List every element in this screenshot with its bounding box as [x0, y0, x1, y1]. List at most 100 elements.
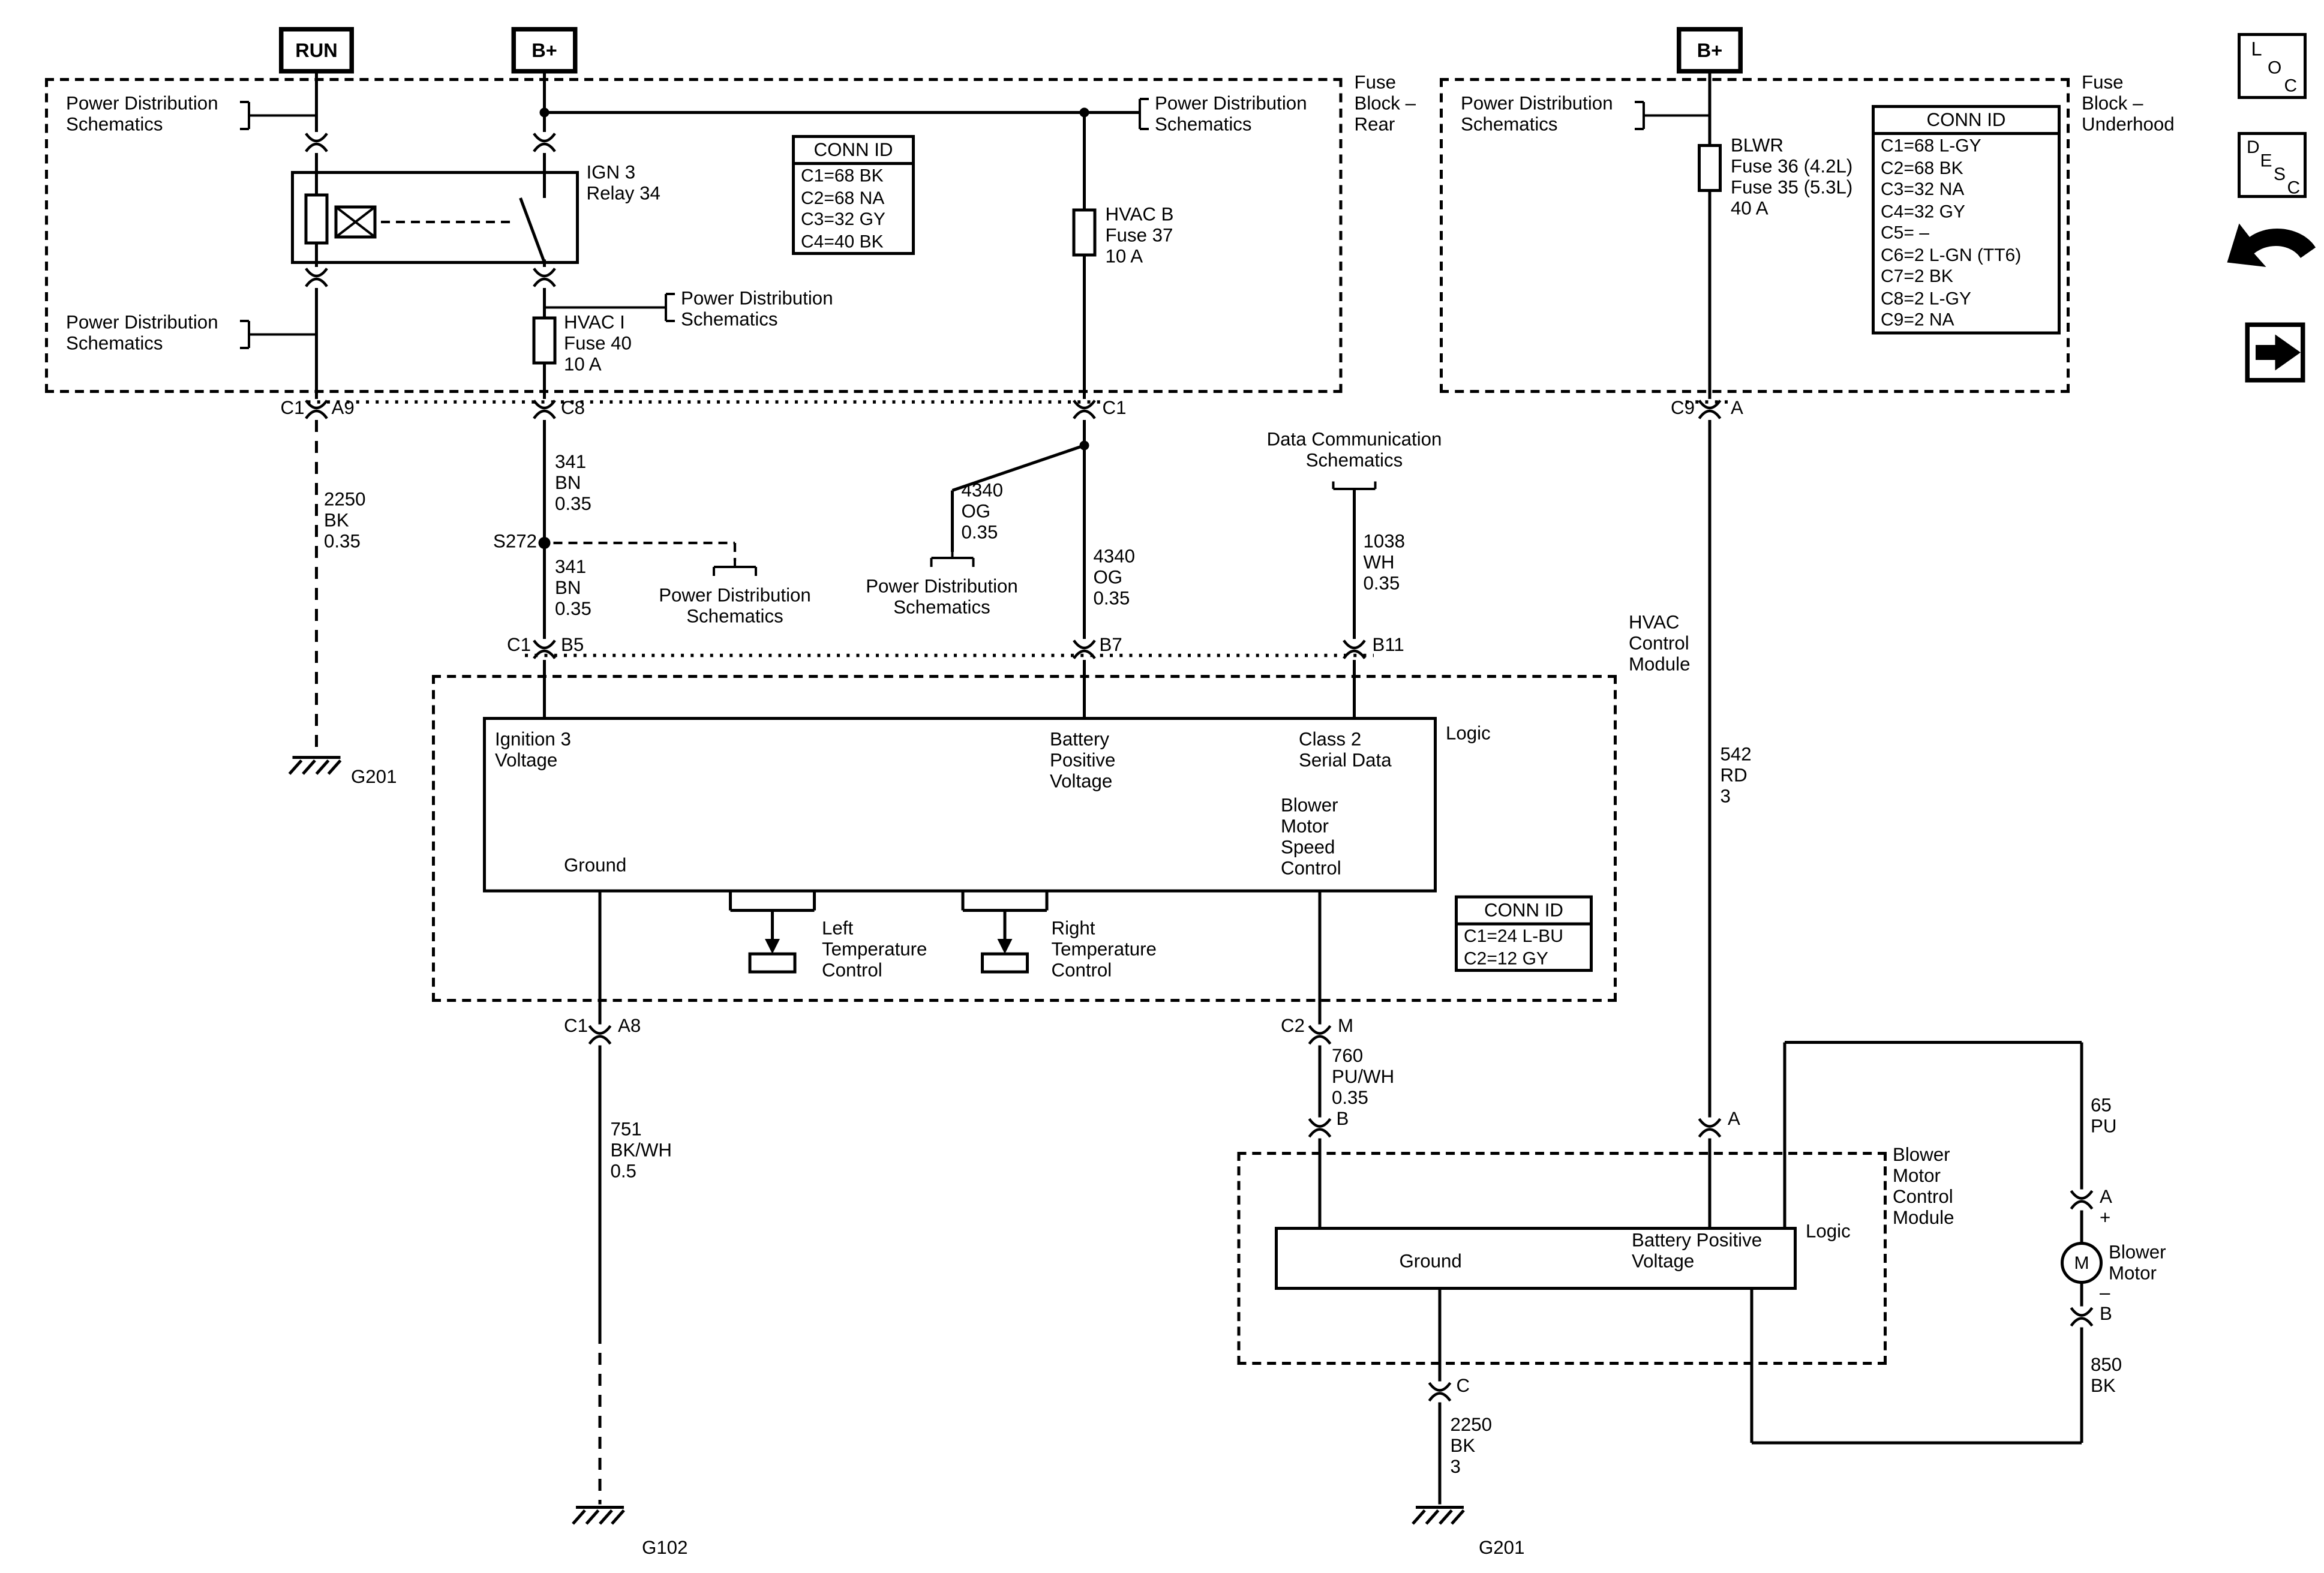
wire-1038-wh: 1038 WH 0.35 — [1363, 531, 1406, 594]
pin-c1-b5-left: C1 — [507, 634, 531, 656]
loc-letter: O — [2268, 57, 2282, 78]
right-arrow-icon-box — [2245, 322, 2305, 383]
conn-id-row: C2=68 NA — [801, 187, 885, 208]
conn-id-row: C2=12 GY — [1464, 947, 1548, 968]
left-temp-arrowhead — [765, 939, 780, 954]
curved-arrow-icon — [2227, 223, 2316, 267]
loc-letter: L — [2251, 37, 2262, 60]
conn-id-row: C8=2 L-GY — [1881, 287, 1971, 308]
blower-motor-label: Blower Motor — [2109, 1242, 2166, 1284]
pin-b11: B11 — [1372, 634, 1404, 656]
pin-motor-b: B — [2100, 1303, 2112, 1325]
desc-letter: C — [2287, 177, 2301, 198]
pin-c9-a: A — [1731, 397, 1743, 419]
right-arrow-icon — [2256, 334, 2301, 371]
ground-g201-right-label: G201 — [1479, 1537, 1525, 1559]
pin-m: M — [1338, 1015, 1354, 1037]
right-temp-pot-resistor — [981, 952, 1029, 974]
ground-g102-label: G102 — [642, 1537, 688, 1559]
fuse-block-underhood-box — [1440, 78, 2070, 393]
wire-341-bn-lower: 341 BN 0.35 — [555, 556, 591, 620]
desc-icon: D E S C — [2238, 132, 2307, 198]
pin-c1-a8-left: C1 — [564, 1015, 588, 1037]
g201-left-ground-icon — [290, 758, 341, 775]
conn-id-hvac: CONN ID C1=24 L-BU C2=12 GY — [1455, 895, 1593, 972]
blwr-fuse-label: BLWR Fuse 36 (4.2L) Fuse 35 (5.3L) 40 A — [1731, 135, 1853, 219]
conn-id-row: C1=24 L-BU — [1464, 925, 1563, 947]
pds-label-4340: Power Distribution Schematics — [866, 576, 1018, 618]
wire-760-puwh: 760 PU/WH 0.35 — [1332, 1045, 1395, 1109]
wire-4340-og-branch: 4340 OG 0.35 — [961, 480, 1004, 543]
conn-id-row: C3=32 NA — [1881, 178, 1965, 200]
blower-pin-batt-pos: Battery Positive Voltage — [1632, 1230, 1762, 1272]
pin-motor-a: A — [2100, 1186, 2112, 1208]
hvac-module-label: HVAC Control Module — [1629, 612, 1691, 675]
pin-b: B — [1336, 1108, 1349, 1130]
fuse37-symbol — [1072, 208, 1097, 257]
pin-blower-c: C — [1456, 1375, 1470, 1397]
fuse40-symbol — [532, 316, 557, 365]
relay-coil-symbol — [304, 193, 329, 245]
motor-m-letter: M — [2074, 1252, 2089, 1274]
bplus-terminal-right: B+ — [1677, 27, 1743, 74]
conn-id-rear: CONN ID C1=68 BK C2=68 NA C3=32 GY C4=40… — [792, 135, 915, 255]
blower-motor-control-module-box — [1237, 1152, 1887, 1365]
pin-c1-hvacb: C1 — [1102, 397, 1127, 419]
fuse-block-rear-label: Fuse Block – Rear — [1354, 72, 1416, 135]
pin-b7: B7 — [1099, 634, 1122, 656]
hvac-pin-class2: Class 2 Serial Data — [1299, 729, 1392, 771]
bplus-terminal-left: B+ — [511, 27, 578, 74]
fuse37-label: HVAC B Fuse 37 10 A — [1105, 204, 1174, 267]
conn-id-row: C3=32 GY — [801, 208, 885, 230]
pin-a8: A8 — [618, 1015, 641, 1037]
hvac-logic-box — [483, 717, 1437, 893]
conn-id-row: C4=32 GY — [1881, 200, 1965, 221]
wire-65-pu: 65 PU — [2091, 1095, 2117, 1137]
conn-id-title: CONN ID — [1875, 108, 2058, 135]
data-comm-label: Data Communication Schematics — [1266, 429, 1442, 471]
relay-x — [335, 206, 376, 238]
pin-c1-a9-left: C1 — [280, 397, 305, 419]
pds-label-top-right: Power Distribution Schematics — [1155, 93, 1307, 135]
pin-c8: C8 — [561, 397, 585, 419]
pin-c9: C9 — [1671, 397, 1695, 419]
loc-letter: C — [2284, 75, 2298, 96]
wire-542-rd: 542 RD 3 — [1720, 744, 1752, 807]
pds-label-top-left: Power Distribution Schematics — [66, 93, 218, 135]
blower-logic-label: Logic — [1806, 1221, 1851, 1242]
desc-letter: S — [2274, 163, 2286, 185]
pin-c1-a9-right: A9 — [331, 397, 355, 419]
pin-motor-minus: – — [2100, 1282, 2110, 1304]
conn-id-title: CONN ID — [1458, 899, 1590, 926]
pin-blower-a: A — [1728, 1108, 1740, 1130]
right-temp-arrowhead — [997, 939, 1013, 954]
conn-id-underhood: CONN ID C1=68 L-GY C2=68 BK C3=32 NA C4=… — [1872, 105, 2061, 334]
blower-motor-symbol — [2061, 1242, 2103, 1284]
pin-c2: C2 — [1281, 1015, 1305, 1037]
conn-id-row: C5= – — [1881, 222, 1929, 243]
left-temp-pot-wire — [729, 892, 816, 942]
pin-b5: B5 — [561, 634, 584, 656]
g201-right-ground-icon — [1413, 1508, 1464, 1524]
blower-pin-ground: Ground — [1399, 1251, 1462, 1272]
conn-id-row: C6=2 L-GN (TT6) — [1881, 244, 2022, 265]
conn-id-title: CONN ID — [795, 138, 912, 165]
hvac-pin-blower-speed: Blower Motor Speed Control — [1281, 795, 1341, 879]
pds-label-bottom-left: Power Distribution Schematics — [66, 312, 218, 354]
desc-letter: E — [2260, 150, 2272, 171]
hvac-pin-ground: Ground — [564, 855, 627, 876]
right-temp-pot-wire — [961, 892, 1049, 942]
wire-4340-og-main: 4340 OG 0.35 — [1093, 546, 1136, 609]
left-temp-control-label: Left Temperature Control — [822, 918, 927, 981]
pds-label-fuse40: Power Distribution Schematics — [681, 288, 833, 330]
blower-logic-box — [1275, 1227, 1797, 1290]
conn-id-row: C1=68 BK — [801, 165, 884, 186]
blwr-fuse-symbol — [1698, 144, 1722, 192]
ign3-relay-label: IGN 3 Relay 34 — [586, 162, 660, 204]
hvac-control-module-box — [432, 675, 1617, 1002]
fuse-block-underhood-label: Fuse Block – Underhood — [2082, 72, 2175, 135]
loc-icon: L O C — [2238, 33, 2307, 99]
wire-2250-bk-3: 2250 BK 3 — [1450, 1414, 1493, 1478]
